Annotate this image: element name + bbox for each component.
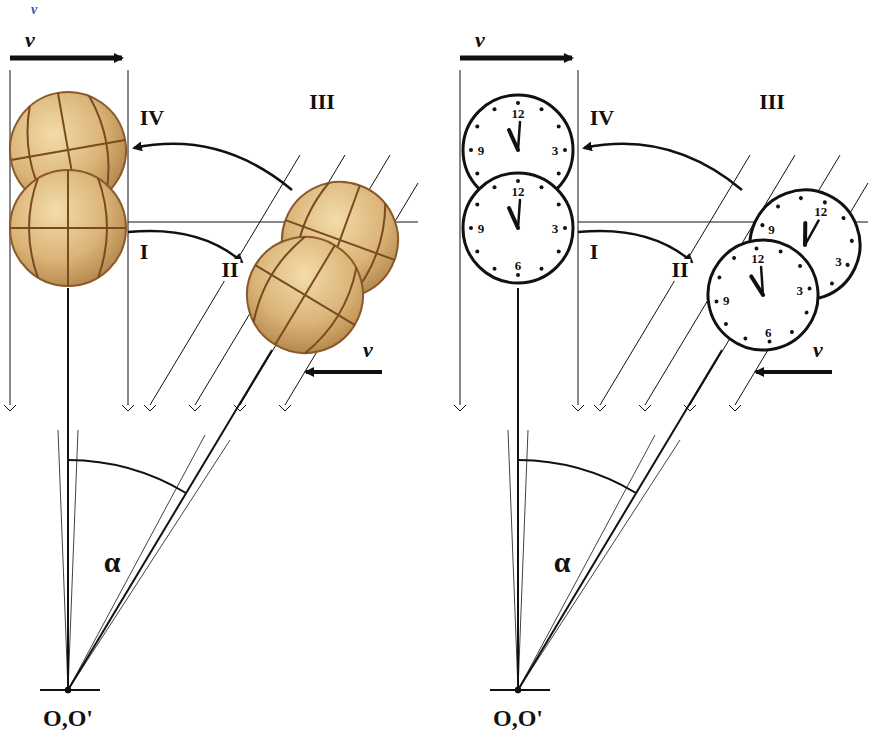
clock-number: 12 [751, 252, 764, 265]
clock-i [463, 173, 573, 283]
position-label: II [219, 259, 240, 281]
clock-number: 3 [552, 222, 559, 235]
velocity-label: v [31, 3, 37, 17]
position-label: III [757, 91, 787, 113]
clock-ii [701, 233, 825, 357]
position-label: I [588, 241, 601, 263]
clock-number: 3 [835, 254, 842, 267]
clock-number: 12 [512, 185, 525, 198]
position-label: III [307, 91, 337, 113]
clock-number: 9 [478, 222, 485, 235]
velocity-label: v [475, 29, 485, 51]
position-label: IV [588, 107, 616, 129]
position-label: IV [138, 107, 166, 129]
angle-label: α [104, 547, 121, 577]
angle-label: α [554, 547, 571, 577]
velocity-label: v [813, 339, 823, 361]
clock-number: 12 [512, 107, 525, 120]
clock-number: 12 [814, 205, 827, 218]
clock-number: 6 [765, 325, 772, 338]
origin-label: O,O' [43, 706, 93, 730]
position-label: I [138, 241, 151, 263]
clock-number: 6 [515, 259, 522, 272]
velocity-label: v [363, 339, 373, 361]
right-frame [454, 58, 868, 693]
clock-number: 9 [768, 223, 775, 236]
clock-number: 9 [723, 294, 730, 307]
clock-number: 3 [796, 283, 803, 296]
origin-label: O,O' [493, 706, 543, 730]
clock-number: 3 [552, 144, 559, 157]
ball-i [10, 170, 126, 286]
clock-number: 9 [478, 144, 485, 157]
velocity-label: v [25, 29, 35, 51]
position-label: II [669, 259, 690, 281]
ball-ii [225, 215, 384, 374]
